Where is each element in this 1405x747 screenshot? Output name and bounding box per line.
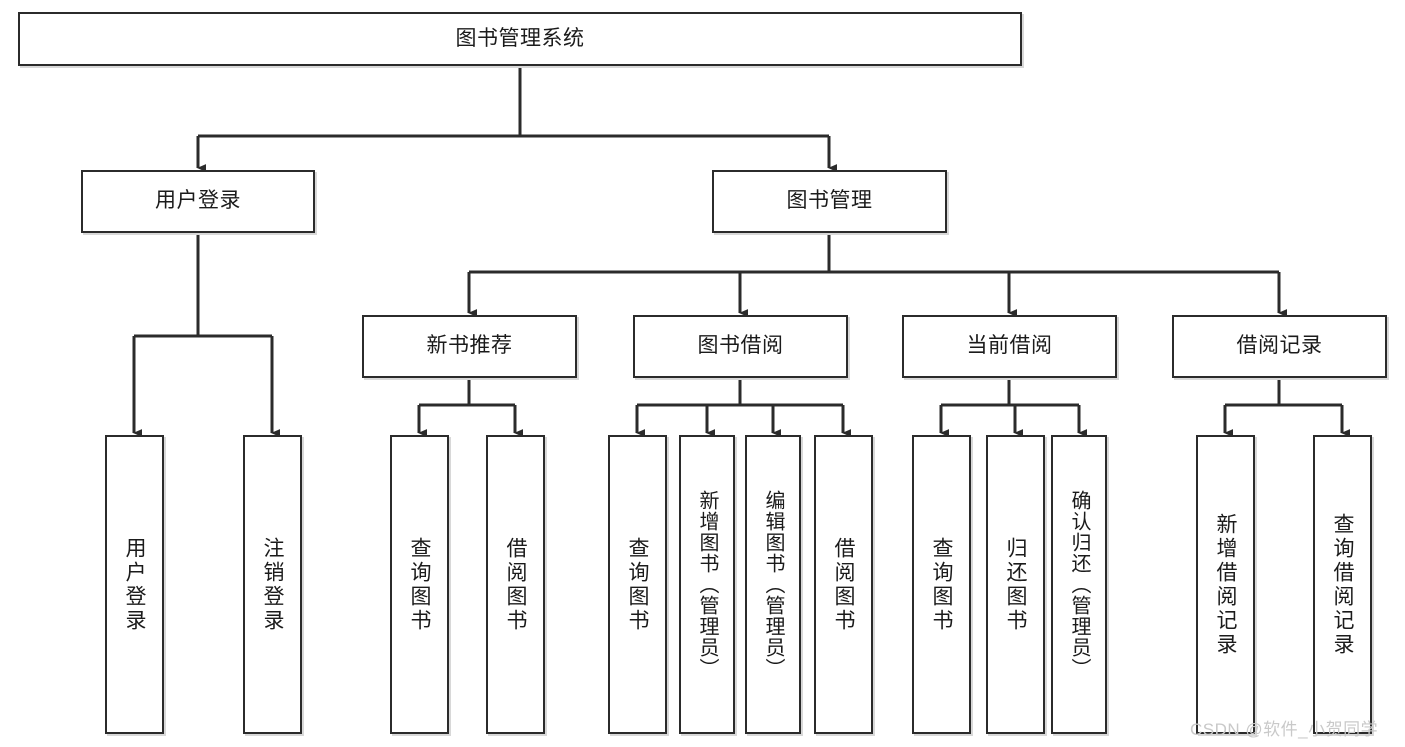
- node-root[interactable]: 图书管理系统: [18, 12, 1022, 66]
- node-leaf-return-book[interactable]: 归还图书: [986, 435, 1045, 734]
- node-leaf-query-book-recommend[interactable]: 查询图书: [390, 435, 449, 734]
- node-leaf-confirm-return-admin[interactable]: 确认归还（管理员）: [1051, 435, 1107, 734]
- node-label-current-borrow: 当前借阅: [966, 334, 1053, 358]
- node-leaf-query-book-current[interactable]: 查询图书: [912, 435, 971, 734]
- node-label-leaf-edit-book-admin: 编辑图书（管理员）: [762, 490, 784, 679]
- node-label-leaf-user-login: 用户登录: [123, 536, 146, 633]
- node-label-leaf-borrow-book-recommend: 借阅图书: [504, 536, 527, 633]
- node-current-borrow[interactable]: 当前借阅: [902, 315, 1117, 378]
- node-label-leaf-confirm-return-admin: 确认归还（管理员）: [1068, 490, 1090, 679]
- node-leaf-add-book-admin[interactable]: 新增图书（管理员）: [679, 435, 735, 734]
- node-label-user-login: 用户登录: [155, 189, 241, 213]
- node-new-book-recommend[interactable]: 新书推荐: [362, 315, 577, 378]
- node-borrow-records[interactable]: 借阅记录: [1172, 315, 1387, 378]
- node-label-leaf-query-borrow-record: 查询借阅记录: [1331, 512, 1354, 657]
- connector-lines: [132, 66, 1350, 437]
- node-leaf-query-book-borrow[interactable]: 查询图书: [608, 435, 667, 734]
- node-label-book-management: 图书管理: [786, 189, 873, 213]
- node-label-borrow-records: 借阅记录: [1236, 334, 1323, 358]
- node-leaf-user-login[interactable]: 用户登录: [105, 435, 164, 734]
- node-label-leaf-query-book-borrow: 查询图书: [626, 536, 649, 633]
- node-user-login[interactable]: 用户登录: [81, 170, 315, 233]
- node-leaf-logout[interactable]: 注销登录: [243, 435, 302, 734]
- node-label-leaf-add-book-admin: 新增图书（管理员）: [696, 490, 718, 679]
- node-leaf-borrow-book[interactable]: 借阅图书: [814, 435, 873, 734]
- node-leaf-edit-book-admin[interactable]: 编辑图书（管理员）: [745, 435, 801, 734]
- node-label-book-borrow: 图书借阅: [697, 334, 784, 358]
- node-book-borrow[interactable]: 图书借阅: [633, 315, 848, 378]
- node-label-leaf-add-borrow-record: 新增借阅记录: [1214, 512, 1237, 657]
- node-label-new-book-recommend: 新书推荐: [426, 334, 513, 358]
- node-leaf-query-borrow-record[interactable]: 查询借阅记录: [1313, 435, 1372, 734]
- watermark-label: CSDN @软件_小贺同学: [1190, 720, 1379, 739]
- node-label-leaf-return-book: 归还图书: [1004, 536, 1027, 633]
- node-leaf-add-borrow-record[interactable]: 新增借阅记录: [1196, 435, 1255, 734]
- node-label-leaf-query-book-current: 查询图书: [930, 536, 953, 633]
- node-leaf-borrow-book-recommend[interactable]: 借阅图书: [486, 435, 545, 734]
- node-label-leaf-borrow-book: 借阅图书: [832, 536, 855, 633]
- node-label-root: 图书管理系统: [455, 26, 585, 50]
- node-book-management[interactable]: 图书管理: [712, 170, 947, 233]
- node-label-leaf-query-book-recommend: 查询图书: [408, 536, 431, 633]
- node-label-leaf-logout: 注销登录: [261, 536, 284, 633]
